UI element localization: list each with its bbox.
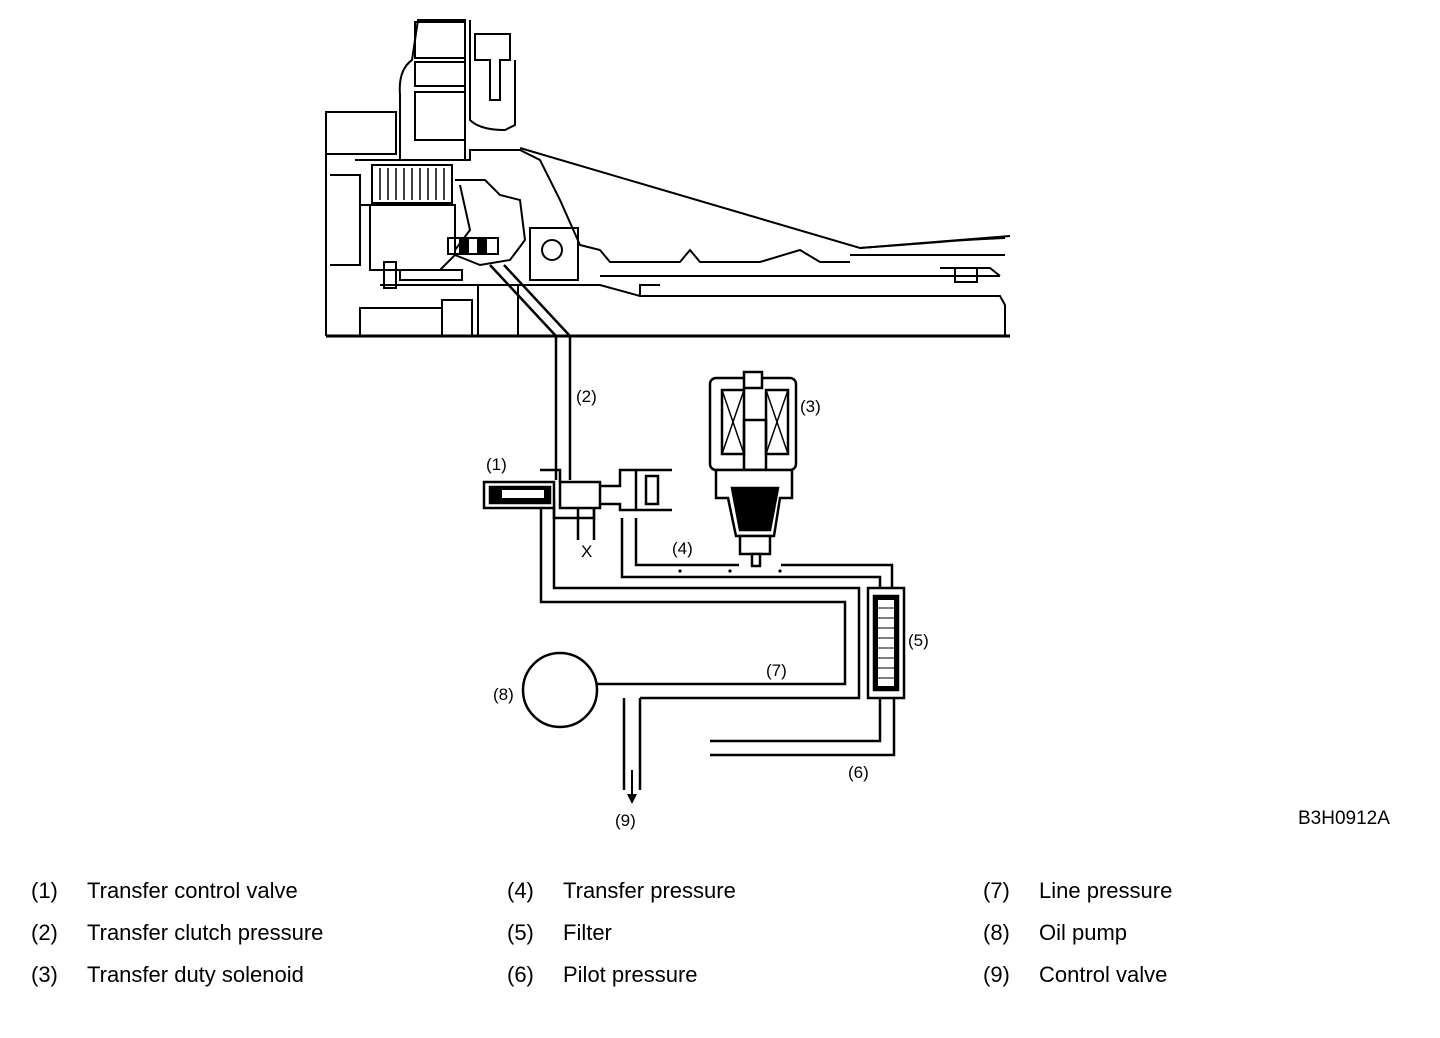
transfer-pressure-line — [620, 518, 882, 590]
legend-number: (4) — [507, 878, 534, 903]
legend-item: (7) Line pressure — [983, 878, 1172, 904]
pilot-pressure-line — [710, 697, 882, 743]
legend-label: Oil pump — [1039, 920, 1128, 945]
drain-x-label: X — [581, 542, 592, 561]
callout-9: (9) — [615, 811, 636, 830]
legend-item: (4) Transfer pressure — [507, 878, 736, 904]
transfer-clutch-housing — [325, 19, 1011, 338]
legend-number: (1) — [31, 878, 58, 903]
legend-label: Pilot pressure — [563, 962, 698, 987]
legend-item: (8) Oil pump — [983, 920, 1127, 946]
legend-label: Transfer duty solenoid — [87, 962, 304, 987]
legend-item: (6) Pilot pressure — [507, 962, 698, 988]
oil-pump — [521, 651, 599, 729]
legend-number: (5) — [507, 920, 534, 945]
callout-5: (5) — [908, 631, 929, 650]
callout-3: (3) — [800, 397, 821, 416]
legend-label: Line pressure — [1039, 878, 1173, 903]
legend-label: Transfer control valve — [87, 878, 298, 903]
callout-1: (1) — [486, 455, 507, 474]
legend-item: (3) Transfer duty solenoid — [31, 962, 304, 988]
legend-number: (3) — [31, 962, 58, 987]
legend: (1) Transfer control valve (2) Transfer cl… — [0, 870, 1440, 1000]
legend-item: (2) Transfer clutch pressure — [31, 920, 323, 946]
filter — [866, 586, 906, 700]
transfer-duty-solenoid — [708, 370, 798, 568]
callout-8: (8) — [493, 685, 514, 704]
legend-item: (5) Filter — [507, 920, 612, 946]
transfer-control-valve — [482, 468, 672, 520]
legend-number: (8) — [983, 920, 1010, 945]
figure-code: B3H0912A — [1298, 808, 1390, 829]
legend-label: Control valve — [1039, 962, 1168, 987]
legend-item: (9) Control valve — [983, 962, 1167, 988]
legend-label: Filter — [563, 920, 612, 945]
legend-item: (1) Transfer control valve — [31, 878, 298, 904]
callout-6: (6) — [848, 763, 869, 782]
callout-4: (4) — [672, 539, 693, 558]
arrow-down-icon — [627, 770, 637, 804]
legend-number: (2) — [31, 920, 58, 945]
callout-7: (7) — [766, 661, 787, 680]
legend-label: Transfer clutch pressure — [87, 920, 324, 945]
legend-number: (7) — [983, 878, 1010, 903]
callout-2: (2) — [576, 387, 597, 406]
transfer-pressure-dots — [678, 569, 782, 573]
line-pressure-line — [539, 500, 847, 686]
callout-labels: (1) (2) (3) (4) (5) (6) (7) (8) (9) X B3… — [486, 387, 1390, 830]
legend-number: (6) — [507, 962, 534, 987]
legend-label: Transfer pressure — [563, 878, 736, 903]
transfer-clutch-pressure-line — [489, 264, 558, 480]
legend-number: (9) — [983, 962, 1010, 987]
